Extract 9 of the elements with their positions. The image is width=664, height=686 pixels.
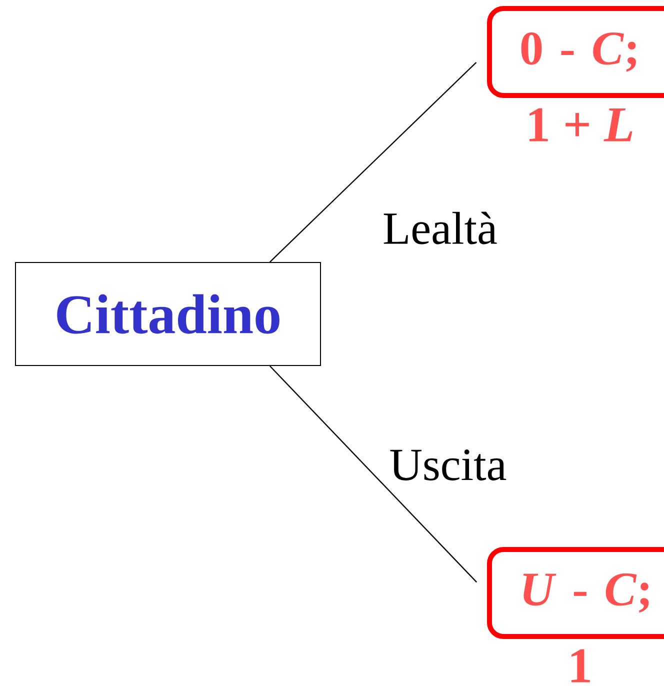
edge-label: Uscita <box>388 448 508 482</box>
payoff-text: 1 + L <box>529 108 632 142</box>
branch-line <box>269 62 477 262</box>
branch-line <box>269 366 478 583</box>
payoff-box: 0 - C; <box>487 6 664 98</box>
payoff-text: 1 <box>572 649 590 682</box>
player-box: Cittadino <box>15 262 321 366</box>
payoff-box: U - C; <box>487 547 664 639</box>
edge-label: Lealtà <box>382 210 498 246</box>
